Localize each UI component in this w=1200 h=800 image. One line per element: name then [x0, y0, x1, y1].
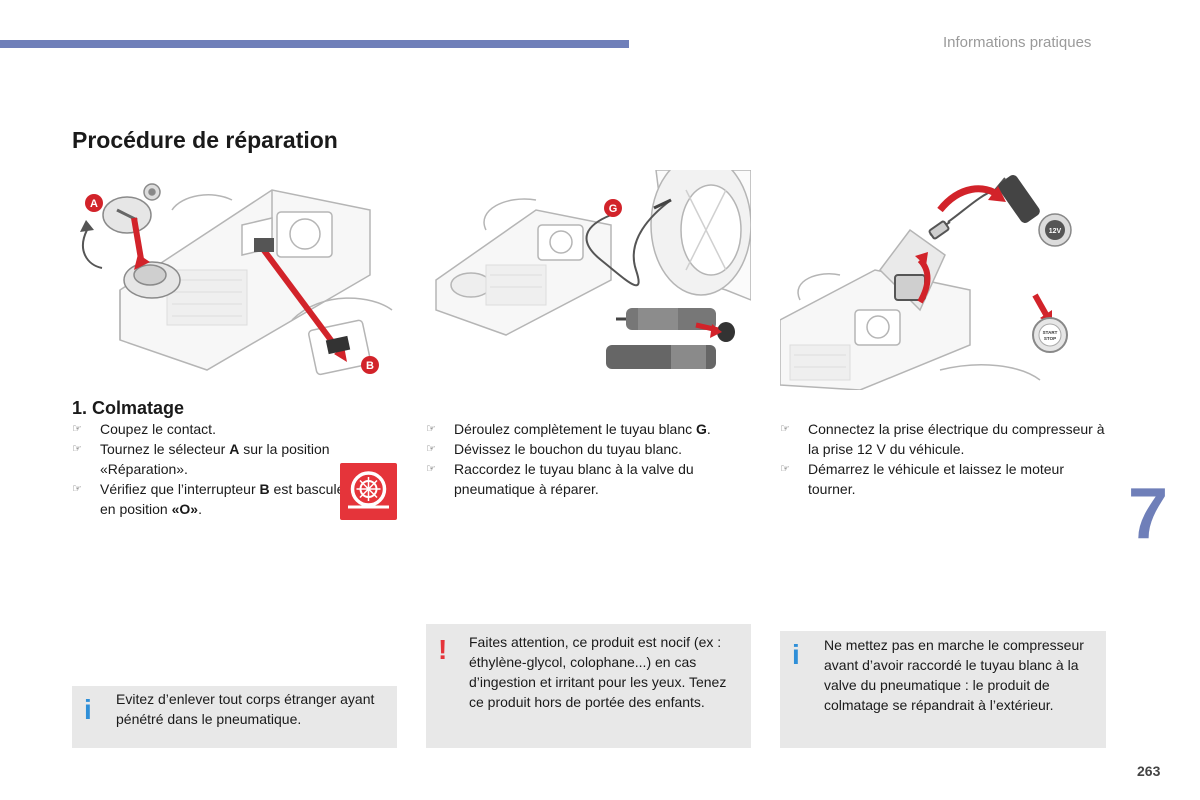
info-icon: i — [792, 639, 800, 670]
socket-label: 12V — [1049, 228, 1062, 235]
step-item: ☞ Dévissez le bouchon du tuyau blanc. — [426, 439, 751, 459]
start-label: START — [1043, 330, 1058, 335]
step-text-after: . — [706, 421, 711, 437]
pointing-hand-icon: ☞ — [72, 423, 82, 435]
step-text: Raccordez le tuyau blanc à la valve du p… — [454, 461, 694, 497]
pointing-hand-icon: ☞ — [426, 443, 436, 455]
compressor-selector-drawing: A B — [80, 183, 393, 376]
step-text: Connectez la prise électrique du compres… — [808, 421, 1105, 457]
tire-hose-illustration: G — [426, 170, 751, 390]
tire-repair-drawing — [348, 471, 389, 509]
chapter-number: 7 — [1128, 474, 1169, 554]
pointing-hand-icon: ☞ — [780, 463, 790, 475]
info-note-foreign-object: i Evitez d’enlever tout corps étranger a… — [72, 686, 397, 748]
section-title: Informations pratiques — [943, 34, 1092, 51]
warning-icon: ! — [438, 634, 448, 665]
step-item: ☞ Tournez le sélecteur A sur la position… — [72, 439, 362, 479]
step-text-before: Déroulez complètement le tuyau blanc — [454, 421, 697, 437]
steps-list-col1: ☞ Coupez le contact. ☞ Tournez le sélect… — [72, 419, 362, 519]
step-text-after-2: . — [198, 501, 202, 517]
stop-label: STOP — [1044, 336, 1056, 341]
step-text: Coupez le contact. — [100, 421, 216, 437]
pointing-hand-icon: ☞ — [780, 423, 790, 435]
pointing-hand-icon: ☞ — [426, 463, 436, 475]
power-socket-illustration: 12V START STOP — [780, 170, 1105, 390]
header-accent-bar — [0, 40, 629, 48]
step-text-before: Tournez le sélecteur — [100, 441, 230, 457]
pointing-hand-icon: ☞ — [426, 423, 436, 435]
step-text: Dévissez le bouchon du tuyau blanc. — [454, 441, 683, 457]
step-item: ☞ Démarrez le véhicule et laissez le mot… — [780, 459, 1110, 499]
pointing-hand-icon: ☞ — [72, 483, 82, 495]
step-item: ☞ Connectez la prise électrique du compr… — [780, 419, 1110, 459]
note-text: Faites attention, ce produit est nocif (… — [469, 634, 727, 710]
warning-note-harmful-product: ! Faites attention, ce produit est nocif… — [426, 624, 751, 748]
step-item: ☞ Vérifiez que l’interrupteur B est basc… — [72, 479, 362, 519]
power-socket-drawing: 12V START STOP — [780, 174, 1072, 390]
pointing-hand-icon: ☞ — [72, 443, 82, 455]
step-text-after: est basculé en position — [100, 481, 345, 517]
step-item: ☞ Déroulez complètement le tuyau blanc G… — [426, 419, 751, 439]
step-item: ☞ Raccordez le tuyau blanc à la valve du… — [426, 459, 751, 499]
label-b: B — [366, 360, 374, 372]
step-text-bold: B — [259, 481, 270, 497]
step-text-after: sur la position «Réparation». — [100, 441, 330, 477]
page-title: Procédure de réparation — [72, 127, 338, 153]
step-text-bold: G — [696, 421, 707, 437]
label-g: G — [609, 203, 618, 215]
tire-repair-icon — [340, 463, 397, 520]
note-text: Evitez d’enlever tout corps étranger aya… — [116, 691, 375, 727]
compressor-selector-illustration: A B — [72, 170, 397, 390]
note-text: Ne mettez pas en marche le compresseur a… — [824, 637, 1084, 713]
page-number: 263 — [1137, 763, 1161, 779]
step-item: ☞ Coupez le contact. — [72, 419, 362, 439]
steps-list-col2: ☞ Déroulez complètement le tuyau blanc G… — [426, 419, 751, 499]
step-text-bold-2: «O» — [171, 501, 199, 517]
step-text-bold: A — [229, 441, 240, 457]
step-text-before: Vérifiez que l’interrupteur — [100, 481, 260, 497]
tire-hose-drawing: G — [435, 170, 751, 369]
info-note-compressor-start: i Ne mettez pas en marche le compresseur… — [780, 631, 1106, 748]
step-heading: 1. Colmatage — [72, 398, 185, 418]
info-icon: i — [84, 694, 92, 725]
steps-list-col3: ☞ Connectez la prise électrique du compr… — [780, 419, 1110, 499]
label-a: A — [90, 198, 98, 210]
step-text: Démarrez le véhicule et laissez le moteu… — [808, 461, 1064, 497]
